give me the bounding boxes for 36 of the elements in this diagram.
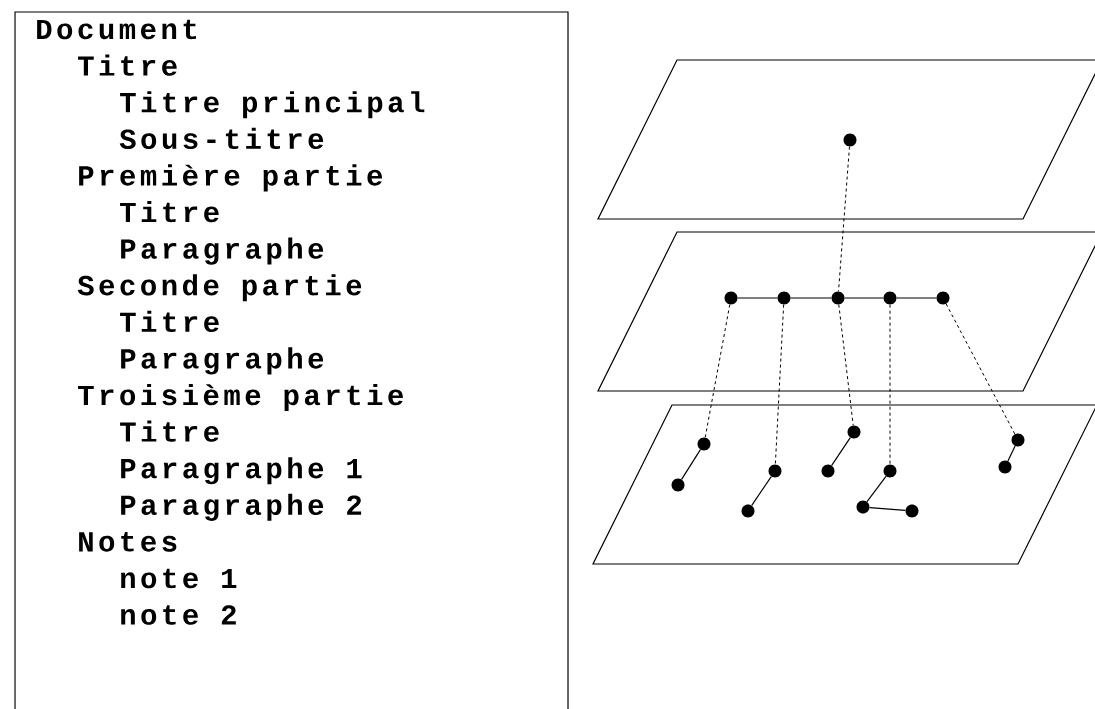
tree-entry: note 2 — [121, 605, 236, 625]
line — [896, 297, 937, 299]
tree-entry: Titre principal — [120, 91, 425, 119]
dashed-line — [945, 303, 1016, 435]
tree-entry: Sous-titre — [119, 127, 324, 150]
tree-entry: Titre — [120, 310, 219, 333]
line — [751, 475, 772, 507]
tree-entry: Paragraphe 2 — [121, 493, 362, 521]
line — [790, 297, 832, 299]
tree-entry: Document — [37, 19, 196, 40]
dashed-line — [838, 304, 854, 426]
line — [737, 297, 778, 299]
plane — [597, 231, 1095, 392]
line — [869, 506, 906, 512]
tree-entry: Paragraphe — [121, 347, 324, 375]
tree-entry: Titre — [120, 200, 219, 223]
dashed-line — [704, 304, 731, 438]
dashed-line — [774, 304, 785, 465]
plane — [597, 59, 1095, 220]
dashed-line — [838, 146, 850, 292]
line — [866, 475, 887, 503]
line — [1007, 445, 1016, 462]
tree-entry: Troisième partie — [78, 383, 403, 411]
line — [831, 436, 851, 466]
tree-entry: Première partie — [79, 164, 383, 192]
tree-entry: Paragraphe — [121, 237, 324, 265]
line — [844, 297, 884, 299]
tree-entry: Notes — [79, 532, 177, 552]
plane — [592, 404, 1095, 565]
tree-entry: Titre — [78, 54, 177, 76]
tree-entry: Paragraphe 1 — [121, 457, 362, 485]
tree-entry: Titre — [120, 420, 219, 442]
tree-entry: note 1 — [121, 568, 237, 589]
dashed-line — [889, 304, 891, 465]
tree-entry: Seconde partie — [77, 274, 362, 302]
line — [681, 449, 701, 480]
